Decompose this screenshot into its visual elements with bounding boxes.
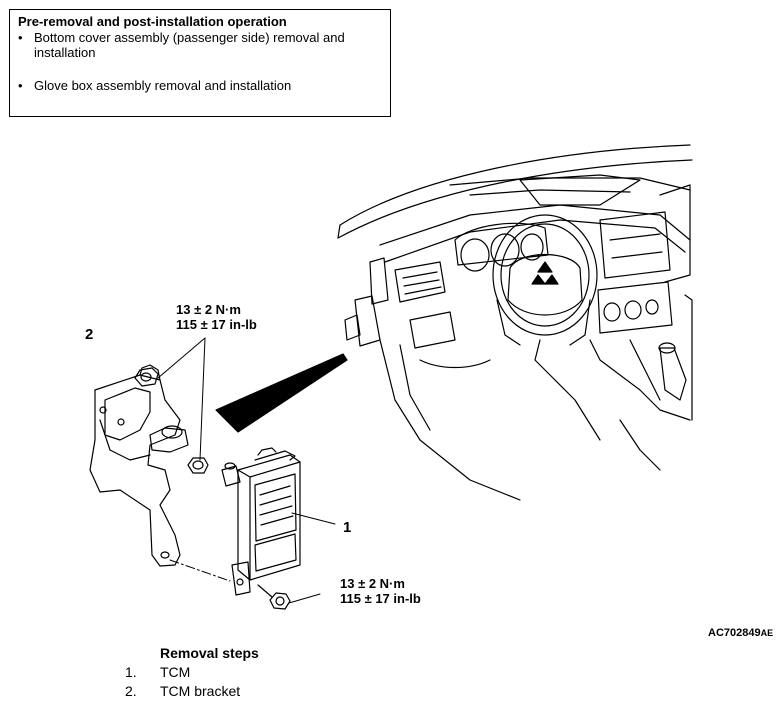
- torque-metric: 13 ± 2 N·m: [176, 302, 241, 317]
- bolt-illustrations: [134, 367, 291, 610]
- list-item: 1. TCM: [125, 663, 259, 682]
- removal-steps: Removal steps 1. TCM 2. TCM bracket: [125, 645, 259, 701]
- prerequisite-item: Glove box assembly removal and installat…: [18, 78, 382, 93]
- figure-code-main: AC702849: [708, 627, 761, 639]
- torque-imperial: 115 ± 17 in-lb: [340, 591, 421, 606]
- dashboard-illustration: [337, 144, 693, 501]
- prerequisite-item: Bottom cover assembly (passenger side) r…: [18, 30, 382, 60]
- list-item: 2. TCM bracket: [125, 682, 259, 701]
- leader-lines: [157, 337, 336, 604]
- removal-steps-heading: Removal steps: [160, 645, 259, 661]
- torque-spec-top: 13 ± 2 N·m 115 ± 17 in-lb: [176, 302, 257, 332]
- torque-metric: 13 ± 2 N·m: [340, 576, 405, 591]
- tcm-illustration: [221, 447, 301, 596]
- step-label: TCM bracket: [160, 683, 241, 699]
- step-label: TCM: [160, 664, 191, 680]
- tcm-bracket-illustration: [89, 364, 189, 567]
- step-number: 1.: [125, 664, 137, 680]
- step-number: 2.: [125, 683, 137, 699]
- figure-code-suffix: AE: [760, 628, 774, 638]
- torque-spec-bottom: 13 ± 2 N·m 115 ± 17 in-lb: [340, 576, 421, 606]
- prerequisite-list: Bottom cover assembly (passenger side) r…: [18, 30, 382, 93]
- prerequisite-title: Pre-removal and post-installation operat…: [18, 14, 287, 29]
- prerequisite-box: Pre-removal and post-installation operat…: [9, 9, 391, 117]
- figure-code: AC702849AE: [708, 627, 773, 639]
- tcm-installation-diagram: [89, 144, 693, 610]
- torque-imperial: 115 ± 17 in-lb: [176, 317, 257, 332]
- callout-1: 1: [343, 519, 352, 536]
- location-pointer: [215, 353, 348, 433]
- callout-2: 2: [85, 326, 94, 343]
